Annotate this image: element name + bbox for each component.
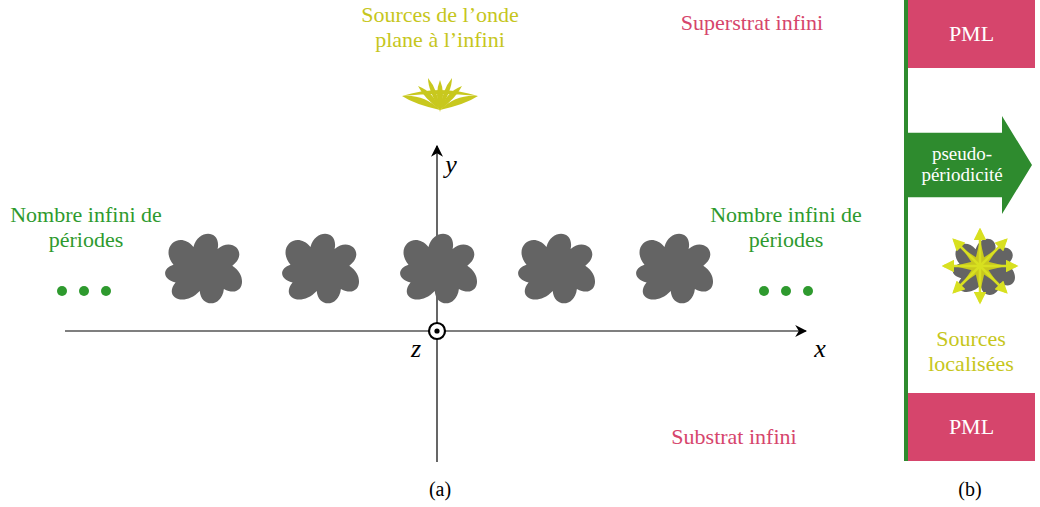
z-axis-symbol (429, 323, 445, 339)
region-label: Substrat infini (634, 424, 834, 449)
axis-label: x (810, 334, 830, 364)
panel-label: (b) (950, 478, 990, 501)
note-label: Nombre infini de périodes (1, 202, 171, 253)
plane-wave-source (402, 78, 478, 112)
node-text: PML (917, 22, 1027, 46)
source-label: Sources de l’onde plane à l’infini (340, 2, 540, 53)
y-axis (436, 146, 437, 462)
axis-label: y (441, 150, 461, 180)
node-text: PML (917, 415, 1027, 439)
scatterers (165, 234, 713, 304)
ellipsis-dots (57, 286, 813, 296)
source-label: Sources localisées (907, 326, 1035, 377)
node-text: pseudo-périodicité (910, 144, 1014, 186)
panel-border (904, 0, 908, 461)
axis-label: z (406, 334, 426, 364)
panel-label: (a) (420, 478, 460, 501)
note-label: Nombre infini de périodes (701, 202, 871, 253)
region-label: Superstrat infini (642, 10, 862, 35)
localized-source (944, 230, 1016, 302)
pml-box: PML (908, 0, 1035, 68)
pml-box: PML (908, 393, 1035, 461)
periodicity-arrow: pseudo-périodicité (908, 116, 1032, 214)
